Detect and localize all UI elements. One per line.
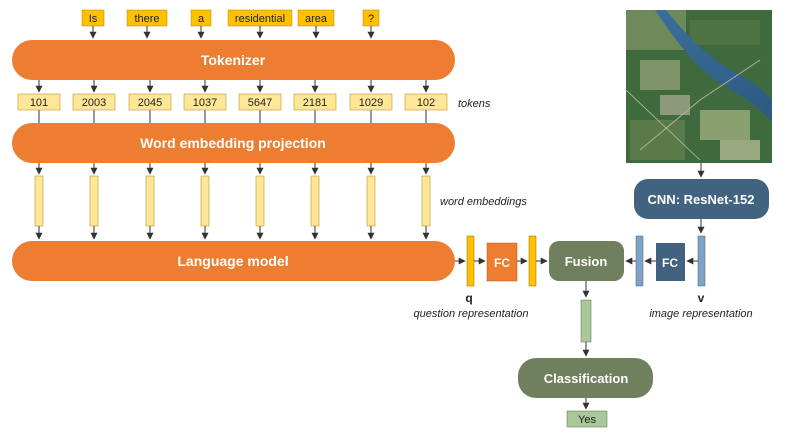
- word-embedding-vector: [200, 175, 210, 227]
- question-word: Is: [81, 9, 105, 27]
- classification-block: Classification: [518, 358, 653, 398]
- image-representation-vector: [635, 235, 644, 287]
- question-representation-vector: [528, 235, 537, 287]
- fusion-label: Fusion: [565, 254, 608, 269]
- token-box: [238, 93, 282, 111]
- question-word-text: residential: [235, 13, 285, 25]
- token: 2181: [293, 93, 337, 111]
- question-word: residential: [227, 9, 293, 27]
- classification-label: Classification: [544, 371, 629, 386]
- word-embedding-vector: [34, 175, 44, 227]
- token-box: [404, 93, 448, 111]
- cnn-label: CNN: ResNet-152: [648, 192, 755, 207]
- token-box: [128, 93, 172, 111]
- tokenizer-block: Tokenizer: [12, 40, 455, 80]
- fc-question-block: FC: [486, 242, 518, 282]
- question-vector-raw: [466, 235, 475, 287]
- question-word: there: [126, 9, 168, 27]
- image-representation-caption: image representation: [649, 308, 752, 320]
- question-word: area: [297, 9, 335, 27]
- question-word-text: area: [305, 13, 328, 25]
- question-words: Is there a residential area?: [81, 9, 380, 27]
- token: 2045: [128, 93, 172, 111]
- question-word-text: a: [198, 13, 205, 25]
- question-word-text: there: [134, 13, 159, 25]
- word-embeddings-caption: word embeddings: [440, 196, 527, 208]
- token-text: 2003: [82, 97, 106, 109]
- embedding-block: Word embedding projection: [12, 123, 455, 163]
- token-text: 1029: [359, 97, 383, 109]
- question-representation-caption: question representation: [414, 308, 529, 320]
- token: 2003: [72, 93, 116, 111]
- token: 1029: [349, 93, 393, 111]
- satellite-image: [625, 10, 772, 163]
- tokenizer-label: Tokenizer: [201, 52, 266, 68]
- token-text: 5647: [248, 97, 272, 109]
- token-text: 2045: [138, 97, 162, 109]
- question-word-text: Is: [89, 13, 98, 25]
- q-symbol: q: [465, 291, 472, 305]
- fc-image-block: FC: [656, 243, 685, 281]
- tokens-caption: tokens: [458, 98, 491, 110]
- question-word: a: [190, 9, 212, 27]
- fc-question-label: FC: [494, 256, 510, 270]
- language-model-label: Language model: [177, 253, 288, 269]
- cnn-block: CNN: ResNet-152: [634, 179, 769, 219]
- v-symbol: v: [698, 291, 705, 305]
- token: 5647: [238, 93, 282, 111]
- word-embedding-vector: [145, 175, 155, 227]
- answer-label: Yes: [578, 414, 596, 426]
- word-embedding-vector: [421, 175, 431, 227]
- token-text: 102: [417, 97, 435, 109]
- token: 1037: [183, 93, 227, 111]
- fused-vector: [580, 299, 592, 343]
- question-word: ?: [362, 9, 380, 27]
- image-vector-raw: [697, 235, 706, 287]
- word-embedding-vector: [255, 175, 265, 227]
- embedding-label: Word embedding projection: [140, 135, 326, 151]
- word-embedding-vectors: [34, 175, 431, 227]
- answer-box: Yes: [566, 410, 608, 428]
- token-box: [349, 93, 393, 111]
- word-embedding-vector: [89, 175, 99, 227]
- token-box: [72, 93, 116, 111]
- token-text: 1037: [193, 97, 217, 109]
- word-embedding-vector: [310, 175, 320, 227]
- word-embedding-vector: [366, 175, 376, 227]
- token-box: [17, 93, 61, 111]
- question-word-text: ?: [368, 13, 374, 25]
- token: 102: [404, 93, 448, 111]
- token-text: 101: [30, 97, 48, 109]
- token: 101: [17, 93, 61, 111]
- fc-image-label: FC: [662, 256, 678, 270]
- token-box: [293, 93, 337, 111]
- token-row: 101 2003 2045 1037 5647 2181 1029 102: [17, 93, 448, 111]
- token-box: [183, 93, 227, 111]
- token-text: 2181: [303, 97, 327, 109]
- language-model-block: Language model: [12, 241, 455, 281]
- fusion-block: Fusion: [549, 241, 624, 281]
